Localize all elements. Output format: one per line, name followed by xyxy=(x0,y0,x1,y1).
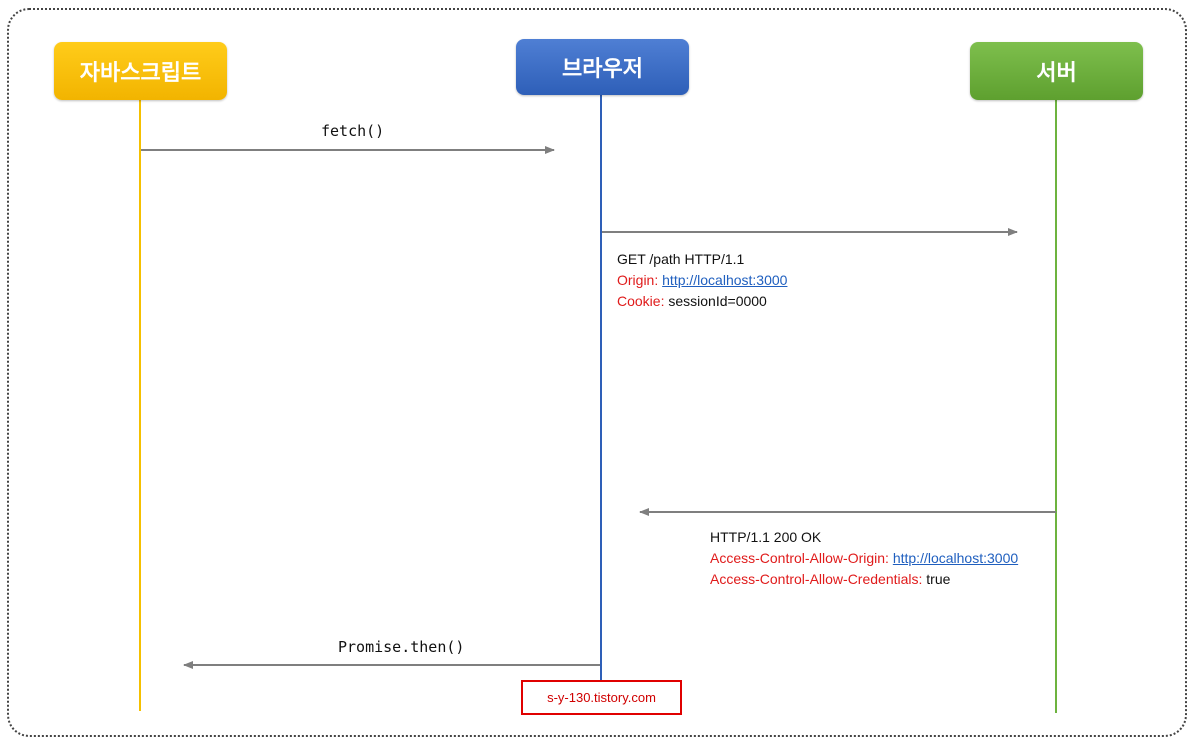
diagram-frame xyxy=(7,8,1187,737)
actor-browser: 브라우저 xyxy=(516,39,689,95)
acac-header: Access-Control-Allow-Credentials: true xyxy=(710,571,951,587)
actor-browser-label: 브라우저 xyxy=(562,57,643,82)
acac-header-name: Access-Control-Allow-Credentials xyxy=(710,571,919,587)
acao-header-link[interactable]: http://localhost:3000 xyxy=(892,550,1019,566)
promise-then-label: Promise.then() xyxy=(338,638,465,656)
acac-header-value: true xyxy=(926,571,951,587)
status-line: HTTP/1.1 200 OK xyxy=(710,529,822,545)
actor-javascript: 자바스크립트 xyxy=(54,42,227,100)
acao-header: Access-Control-Allow-Origin: http://loca… xyxy=(710,550,1019,566)
origin-header: Origin: http://localhost:3000 xyxy=(617,272,788,288)
cookie-header-name: Cookie xyxy=(617,293,661,309)
fetch-label: fetch() xyxy=(321,122,385,140)
response-headers: HTTP/1.1 200 OK Access-Control-Allow-Ori… xyxy=(710,527,1018,590)
origin-header-name: Origin xyxy=(617,272,655,288)
cookie-header: Cookie: sessionId=0000 xyxy=(617,293,767,309)
watermark-text: s-y-130.tistory.com xyxy=(547,690,656,705)
request-line: GET /path HTTP/1.1 xyxy=(617,251,745,267)
acao-header-name: Access-Control-Allow-Origin xyxy=(710,550,886,566)
origin-header-link[interactable]: http://localhost:3000 xyxy=(662,272,788,288)
request-headers: GET /path HTTP/1.1 Origin: http://localh… xyxy=(617,249,787,312)
actor-server: 서버 xyxy=(970,42,1143,100)
actor-javascript-label: 자바스크립트 xyxy=(79,61,202,86)
watermark-box: s-y-130.tistory.com xyxy=(521,680,682,715)
cookie-header-value: sessionId=0000 xyxy=(668,293,767,309)
actor-server-label: 서버 xyxy=(1036,61,1077,86)
